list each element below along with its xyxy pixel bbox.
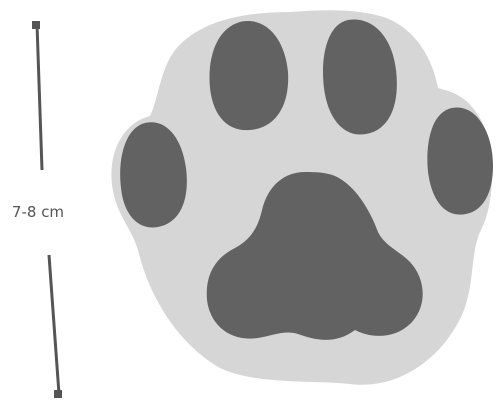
- measure-endcap-top: [32, 21, 40, 29]
- measure-endcap-bottom: [54, 390, 62, 398]
- toe-pad-inner-left: [210, 21, 289, 130]
- measure-line-top: [37, 24, 42, 170]
- toe-pad-outer-right: [427, 107, 493, 214]
- dimension-label: 7-8 cm: [0, 203, 76, 221]
- measure-line-bottom: [49, 255, 59, 394]
